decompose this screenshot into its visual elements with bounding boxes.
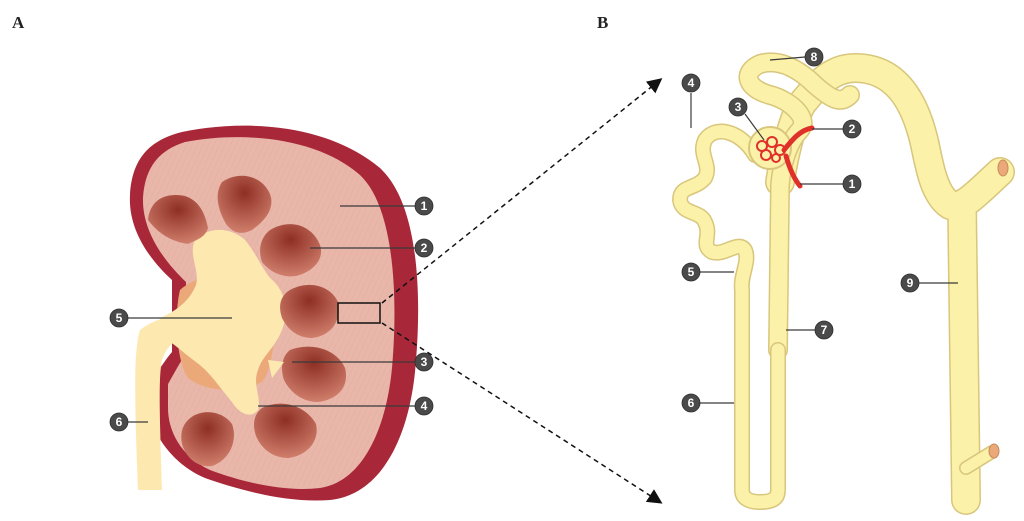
medullary-pyramid — [181, 412, 234, 467]
callout-badge — [900, 273, 920, 293]
kidney-callout-3: 3 — [421, 355, 428, 369]
kidney-callout-2: 2 — [421, 241, 428, 255]
callout-badge — [414, 238, 434, 258]
duct-branch-opening — [997, 159, 1009, 177]
ureter — [135, 316, 198, 490]
nephron-callout-8: 8 — [811, 50, 818, 64]
minor-calyx — [268, 360, 284, 378]
nephron-callout-7: 7 — [821, 323, 828, 337]
nephron-callout-4: 4 — [688, 76, 695, 90]
kidney-callout-4: 4 — [421, 399, 428, 413]
nephron-illustration — [672, 52, 1015, 515]
callout-badge — [842, 119, 862, 139]
leader-line — [769, 56, 806, 61]
nephron-callout-3: 3 — [735, 100, 742, 114]
proximal-loop — [673, 125, 785, 509]
duct-branch-opening — [988, 443, 1000, 459]
panel-label-a: A — [12, 13, 25, 32]
callout-badge — [109, 308, 129, 328]
afferent-arteriole — [783, 153, 803, 189]
callout-badge — [728, 97, 748, 117]
kidney-callout-1: 1 — [421, 199, 428, 213]
kidney-illustration — [129, 125, 419, 501]
leader-line — [744, 113, 765, 141]
nephron-callouts: 1 2 3 4 5 6 7 8 9 — [681, 47, 958, 413]
callout-badge — [681, 262, 701, 282]
callout-badge — [842, 174, 862, 194]
zoom-arrow-top — [381, 78, 663, 304]
callout-badge — [681, 393, 701, 413]
duct-branch — [960, 446, 998, 474]
zoom-region-box — [337, 302, 381, 324]
nephron-callout-5: 5 — [688, 265, 695, 279]
zoom-arrow-bottom — [381, 322, 663, 504]
medullary-pyramid — [148, 195, 208, 244]
medullary-pyramid — [254, 403, 317, 458]
efferent-arteriole — [781, 125, 815, 153]
nephron-callout-6: 6 — [688, 396, 695, 410]
callout-badge — [414, 196, 434, 216]
callout-badge — [414, 396, 434, 416]
kidney-callout-5: 5 — [116, 311, 123, 325]
nephron-callout-2: 2 — [849, 122, 856, 136]
medullary-pyramid — [280, 284, 339, 338]
kidney-callout-6: 6 — [116, 415, 123, 429]
medullary-pyramid — [217, 175, 272, 233]
panel-label-b: B — [597, 13, 608, 32]
distal-tubule — [740, 54, 859, 359]
kidney-callouts: 1 2 3 4 5 6 — [109, 196, 434, 432]
callout-badge — [414, 352, 434, 372]
nephron-callout-9: 9 — [907, 276, 914, 290]
callout-badge — [814, 320, 834, 340]
collecting-duct — [766, 54, 1014, 514]
minor-calyx — [265, 318, 282, 334]
callout-badge — [681, 73, 701, 93]
nephron-callout-1: 1 — [849, 177, 856, 191]
callout-badge — [109, 412, 129, 432]
medullary-pyramid — [260, 224, 322, 277]
medullary-pyramid — [282, 346, 347, 402]
callout-badge — [804, 47, 824, 67]
minor-calyx — [248, 270, 262, 296]
